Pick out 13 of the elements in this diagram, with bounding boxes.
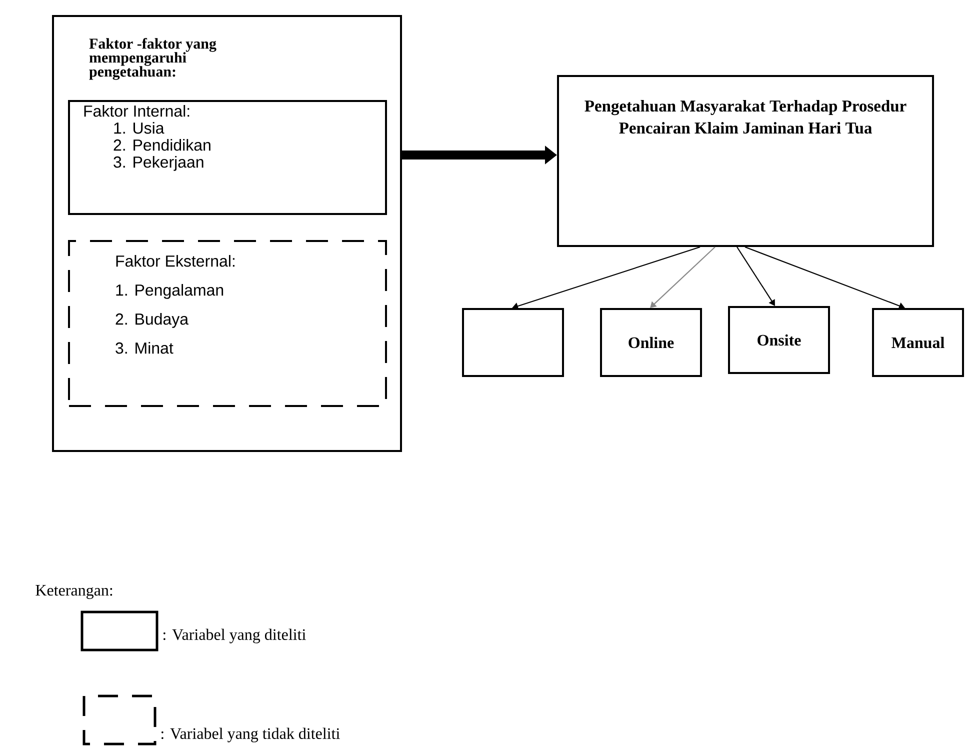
method-box: Onsite: [728, 306, 830, 374]
method-box: [462, 308, 564, 377]
arrow: [650, 246, 716, 308]
legend-text: : Variabel yang tidak diteliti: [161, 728, 340, 742]
legend-text: : Variabel yang diteliti: [163, 628, 306, 644]
method-box: Manual: [872, 308, 964, 377]
legend-heading: Keterangan:: [36, 585, 112, 599]
variable-box: Faktor Eksternal: 1. Pengalaman 2. Budaya 3. Minat: [68, 240, 387, 407]
method-box: Online: [600, 308, 702, 377]
arrow: [736, 246, 775, 306]
variable-box: Pengetahuan Masyarakat Terhadap Prosedur Pencairan Klaim Jaminan Hari Tua: [557, 75, 934, 247]
arrow: [744, 246, 905, 310]
variable-box: Faktor Internal: 1. Usia 2. Pendidikan 3. Pekerjaan: [68, 100, 387, 215]
